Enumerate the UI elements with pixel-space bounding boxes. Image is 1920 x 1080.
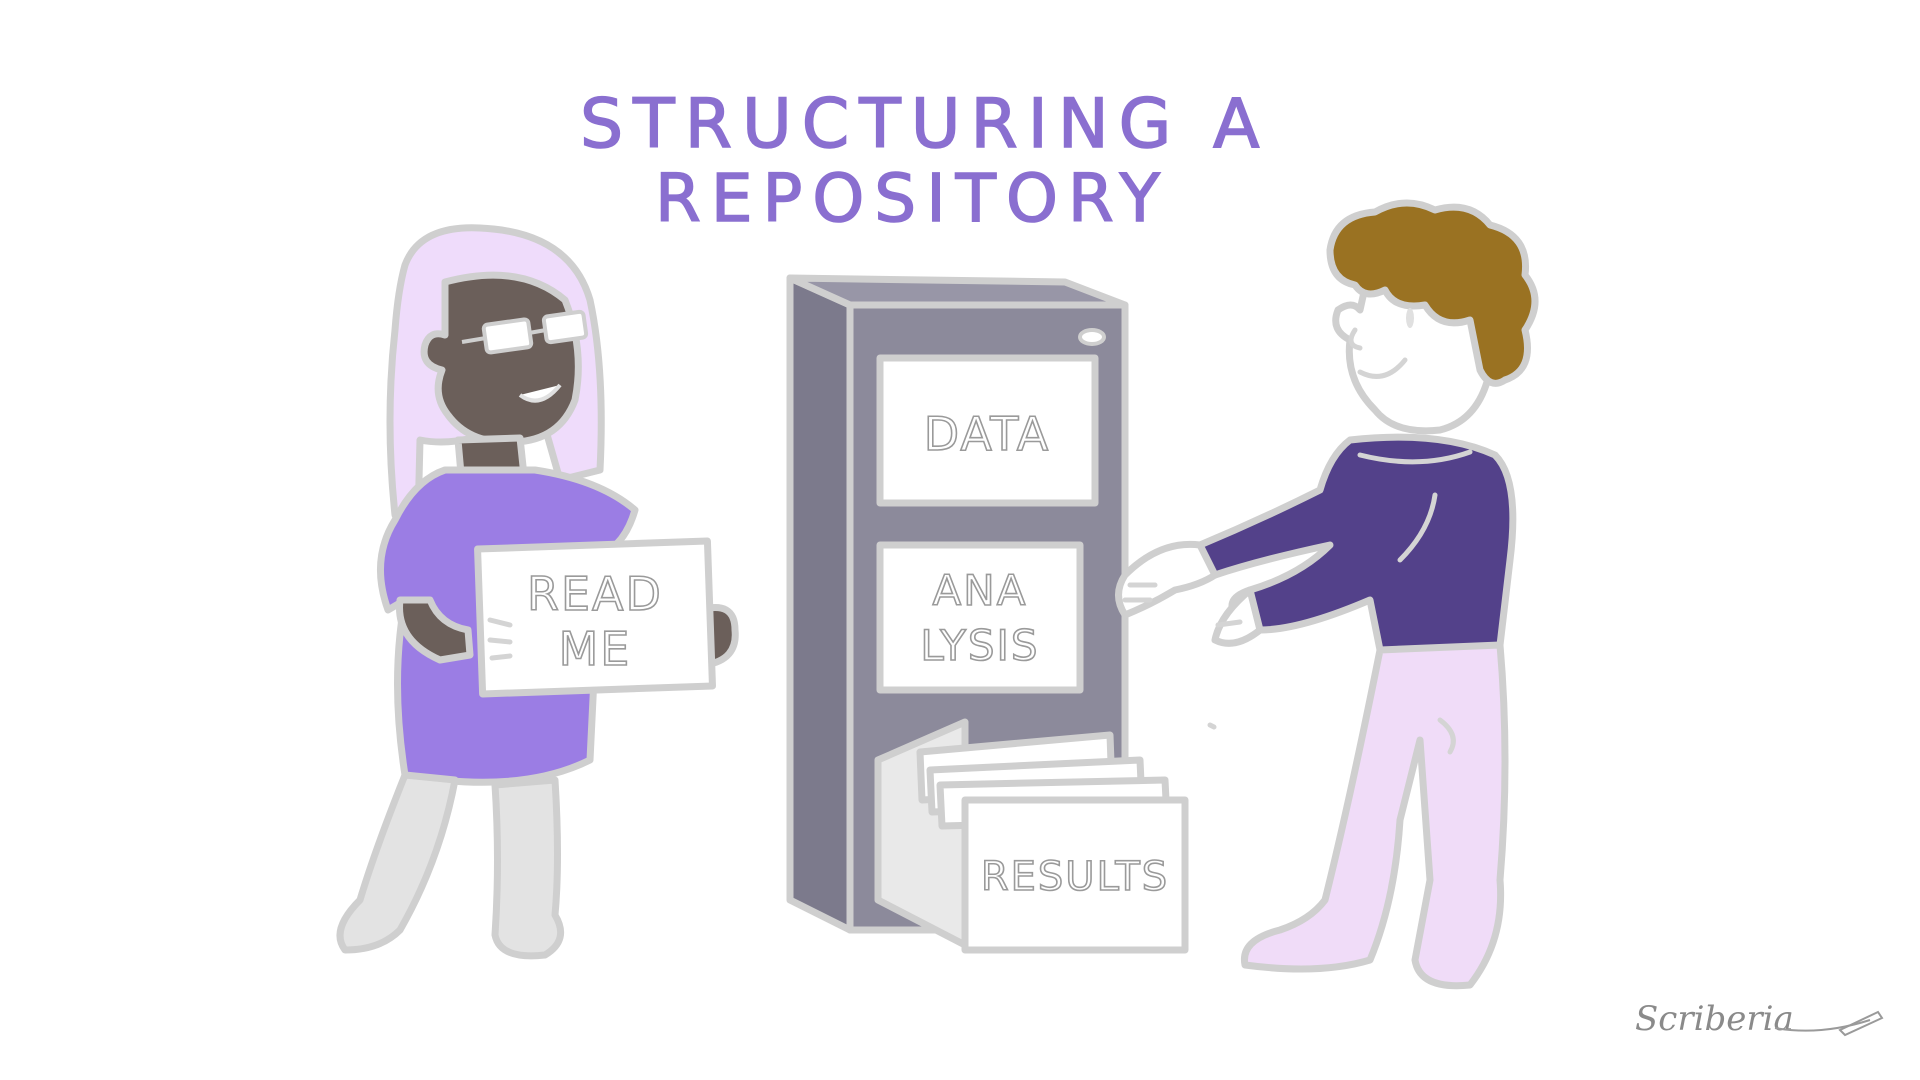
drawer-data-face <box>876 354 1099 507</box>
girl-smile <box>518 383 562 403</box>
drawer-analysis-face <box>876 541 1084 694</box>
girl-fingers <box>487 617 513 661</box>
drawer-analysis[interactable]: ANA LYSIS <box>876 541 1084 694</box>
drawer-results-face <box>961 796 1189 954</box>
girl-character: READ ME <box>336 224 739 960</box>
girl-face <box>420 271 582 446</box>
cabinet-side <box>786 274 854 934</box>
readme-sign-board <box>474 537 716 698</box>
boy-hair <box>1326 199 1539 387</box>
glasses-icon <box>461 309 589 355</box>
girl-legs <box>336 771 565 960</box>
pen-icon <box>1838 1010 1884 1037</box>
drawer-data[interactable]: DATA <box>876 354 1099 507</box>
cabinet-top <box>786 274 1129 309</box>
filing-cabinet: DATA ANA LYSIS RESULTS <box>786 274 1189 954</box>
motion-marks <box>1207 722 1217 730</box>
boy-arm-crease <box>1397 492 1438 563</box>
boy-eye <box>1406 308 1414 328</box>
boy-pants-crease <box>1437 717 1456 755</box>
boy-right-hand <box>1211 586 1264 647</box>
boy-nose <box>1348 327 1363 351</box>
drawer-results-label: RESULTS <box>981 854 1169 900</box>
drawer-analysis-label-1: ANA <box>933 566 1028 615</box>
signature: Scriberia <box>1635 999 1884 1039</box>
boy-pants <box>1240 641 1509 990</box>
boy-smile <box>1357 357 1408 379</box>
readme-sign-line-1: READ <box>527 567 663 621</box>
boy-collar <box>1357 449 1473 465</box>
drawer-analysis-label-2: LYSIS <box>920 621 1039 670</box>
cabinet-lock <box>1078 328 1106 346</box>
boy-left-hand <box>1115 540 1219 619</box>
girl-left-arm <box>396 596 474 664</box>
readme-sign[interactable]: READ ME <box>474 537 716 698</box>
readme-sign-line-2: ME <box>559 622 632 676</box>
boy-character <box>1115 199 1539 990</box>
drawer-data-label: DATA <box>924 407 1051 461</box>
boy-fingers <box>1122 582 1243 628</box>
drawer-results[interactable]: RESULTS <box>874 718 1189 954</box>
signature-underline <box>1774 1019 1871 1032</box>
signature-text: Scriberia <box>1635 999 1794 1039</box>
